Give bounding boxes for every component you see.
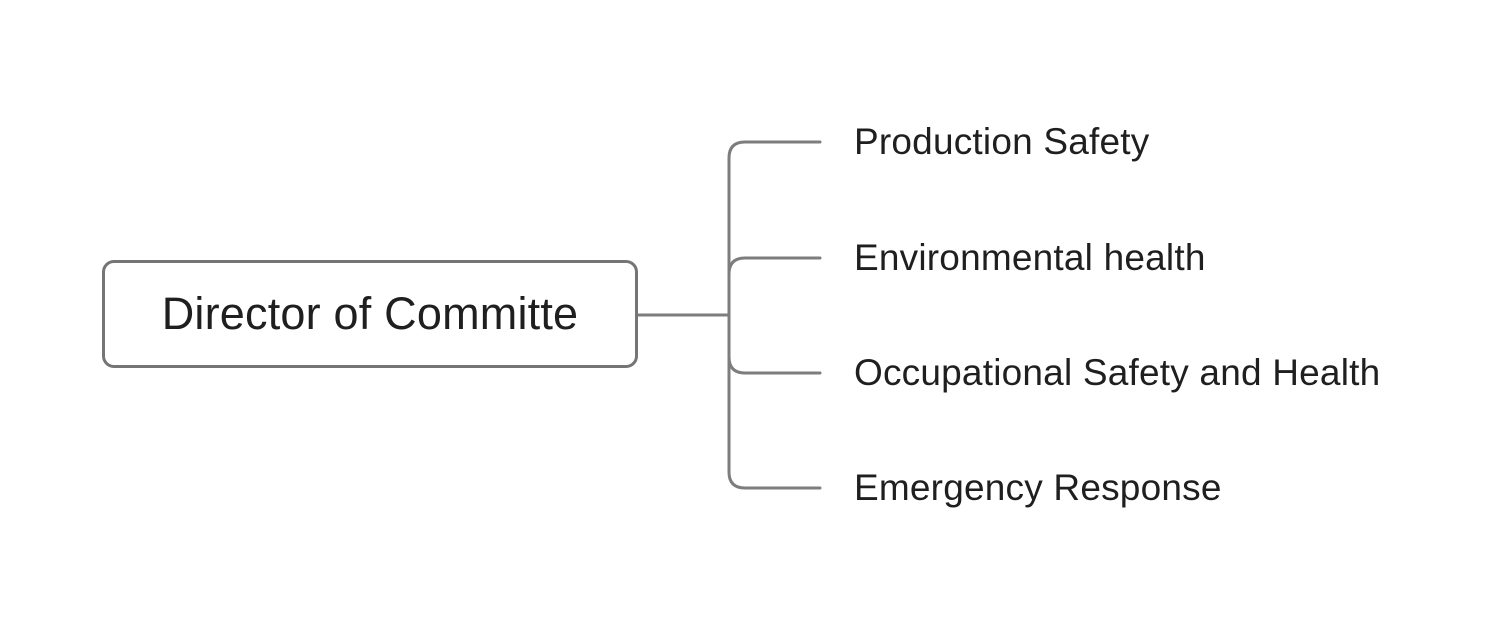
branch-line-occupational-safety <box>727 355 822 375</box>
branch-node-emergency-response[interactable]: Emergency Response <box>854 467 1222 508</box>
branch-node-production-safety[interactable]: Production Safety <box>854 121 1150 162</box>
branch-node-occupational-safety-and-health[interactable]: Occupational Safety and Health <box>854 352 1381 393</box>
trunk-and-outer-branch-lines <box>727 140 822 490</box>
root-node[interactable]: Director of Committe <box>102 260 638 368</box>
branch-line-environmental-health <box>727 256 822 276</box>
root-node-label: Director of Committe <box>161 288 579 339</box>
branch-node-environmental-health[interactable]: Environmental health <box>854 237 1206 278</box>
